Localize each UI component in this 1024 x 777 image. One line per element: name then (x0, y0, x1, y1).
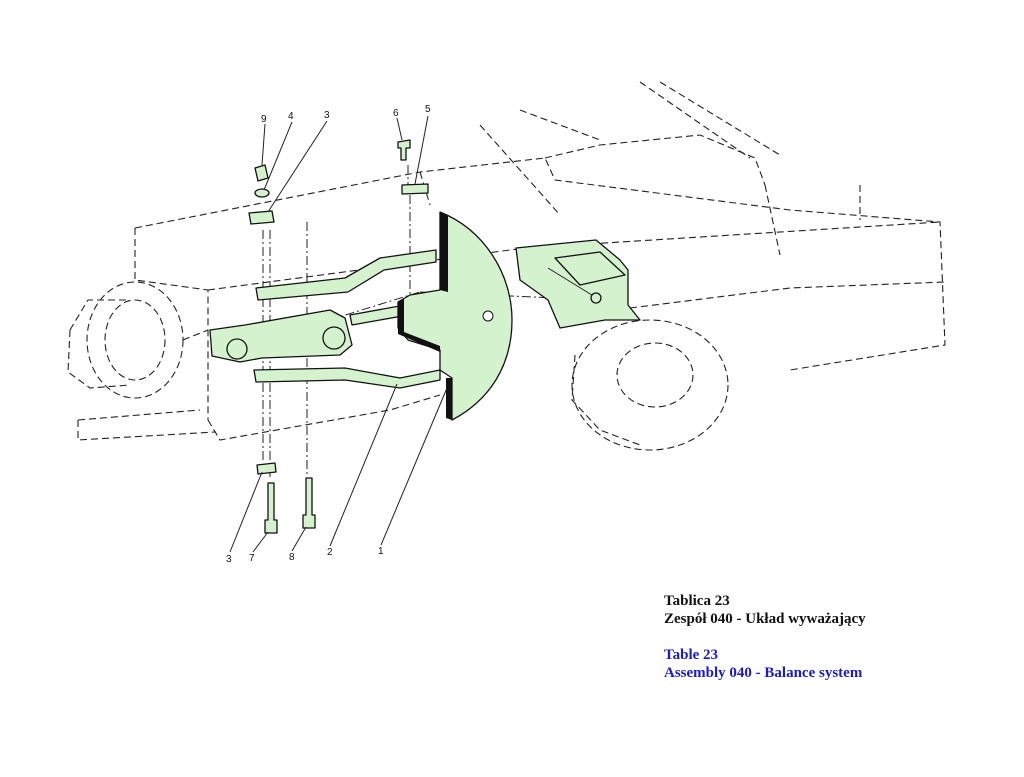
lower-spring-plate (253, 367, 441, 389)
plate-3-bottom (256, 462, 277, 475)
callout-labels: 9 4 3 6 5 3 7 8 2 1 (226, 104, 431, 565)
callout-3-top: 3 (324, 110, 330, 121)
upper-spring-plate (255, 249, 437, 301)
plate-3-top (248, 210, 275, 225)
callout-3-bottom: 3 (226, 554, 232, 565)
assembly-title-en: Assembly 040 - Balance system (664, 665, 863, 681)
vehicle-body-outline (77, 81, 946, 441)
side-bracket-housing (515, 239, 641, 329)
table-title-en: Table 23 (664, 647, 719, 663)
table-title-pl: Tablica 23 (664, 593, 730, 609)
hub-cylinder-outline (67, 281, 209, 399)
bolt-7 (264, 482, 278, 534)
washer-4 (254, 188, 270, 198)
bolt-8 (302, 477, 316, 529)
counterweight-segment (397, 211, 513, 421)
plate-5 (401, 183, 429, 195)
callout-6: 6 (393, 108, 399, 119)
green-parts (209, 139, 641, 534)
road-wheel-outline (571, 319, 729, 451)
callout-1: 1 (378, 546, 384, 557)
bolt-6 (397, 139, 411, 161)
assembly-title-pl: Zespół 040 - Układ wyważający (664, 611, 866, 627)
nut-9 (254, 164, 269, 182)
callout-9: 9 (261, 114, 267, 125)
callout-4: 4 (288, 111, 294, 122)
callout-2: 2 (327, 547, 333, 558)
leader-lines (229, 115, 448, 553)
callout-7: 7 (249, 553, 255, 564)
callout-5: 5 (425, 104, 431, 115)
callout-8: 8 (289, 552, 295, 563)
